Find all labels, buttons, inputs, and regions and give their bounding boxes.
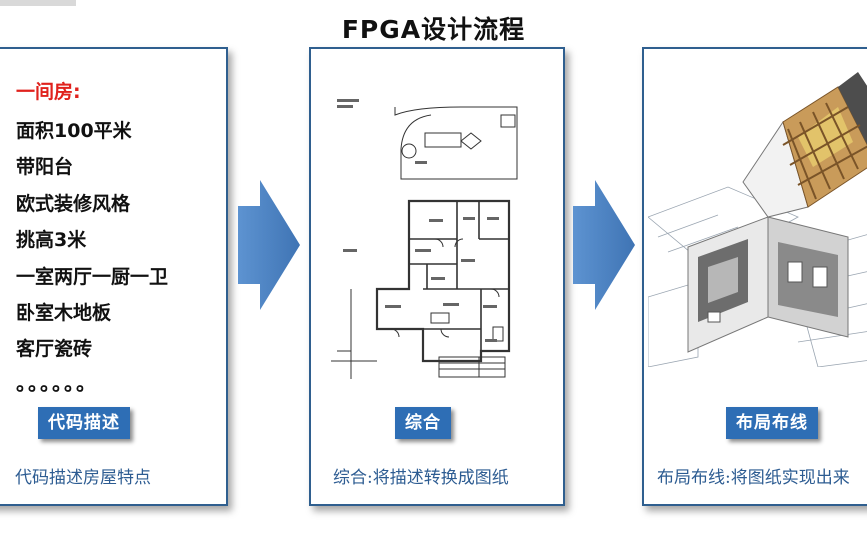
code-description-label: 代码描述 [38, 407, 130, 439]
right-arrow-icon [573, 180, 635, 310]
feature-item: 一室两厅一厨一卫 [16, 265, 169, 288]
code-description-panel: 一间房: 面积100平米 带阳台 欧式装修风格 挑高3米 一室两厅一厨一卫 卧室… [0, 47, 228, 506]
place-and-route-label: 布局布线 [726, 407, 818, 439]
house-cutaway-image [648, 72, 867, 367]
ellipsis: 。。。。。。 [16, 371, 98, 395]
feature-item: 带阳台 [16, 156, 74, 179]
synthesis-panel: 综合 综合:将描述转换成图纸 [309, 47, 565, 506]
floor-plan-image [331, 99, 518, 379]
place-and-route-panel: 布局布线 布局布线:将图纸实现出来 [642, 47, 867, 506]
diagram-title: FPGA设计流程 [341, 15, 526, 44]
code-description-caption: 代码描述房屋特点 [15, 468, 151, 488]
feature-item: 欧式装修风格 [16, 192, 131, 215]
room-heading: 一间房: [16, 81, 81, 103]
synthesis-label: 综合 [395, 407, 451, 439]
feature-item: 面积100平米 [16, 120, 132, 142]
corner-tab [0, 0, 76, 6]
feature-item: 客厅瓷砖 [16, 338, 93, 361]
synthesis-caption: 综合:将描述转换成图纸 [333, 468, 509, 488]
place-and-route-caption: 布局布线:将图纸实现出来 [657, 468, 850, 488]
feature-item: 卧室木地板 [16, 301, 112, 324]
feature-list: 面积100平米 带阳台 欧式装修风格 挑高3米 一室两厅一厨一卫 卧室木地板 客… [16, 113, 168, 368]
feature-item: 挑高3米 [16, 229, 87, 252]
right-arrow-icon [238, 180, 300, 310]
